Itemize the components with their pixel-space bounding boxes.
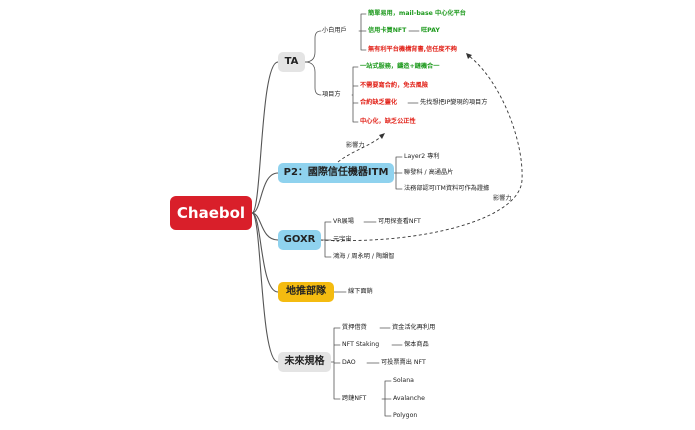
chain-polygon[interactable]: Polygon — [393, 412, 418, 419]
center-topic[interactable]: Chaebol — [170, 196, 252, 230]
p2-influence-label: 影響力 — [346, 142, 365, 149]
branch-ta[interactable]: TA — [278, 52, 305, 72]
bracket-xiaobai — [358, 13, 367, 51]
link-center-ta — [251, 61, 279, 214]
goxr-item-view-nft[interactable]: 可用探查看NFT — [378, 218, 421, 225]
link-ta-project — [304, 61, 322, 96]
project-item-onestop[interactable]: 一站式服務，鑄造+鏈機合一 — [360, 63, 440, 70]
branch-ground[interactable]: 地推部隊 — [278, 282, 334, 302]
link-center-p2 — [251, 172, 279, 214]
bracket-crosschain — [381, 380, 392, 417]
future-item-dao[interactable]: DAO — [342, 359, 356, 366]
link-center-future — [251, 212, 279, 363]
p2-item-layer2[interactable]: Layer2 專利 — [404, 153, 440, 160]
branch-future[interactable]: 未來規格 — [278, 352, 331, 372]
project-item-centralized[interactable]: 中心化，缺乏公正性 — [360, 118, 416, 125]
xiaobai-item-easy[interactable]: 簡單易用，mail-base 中心化平台 — [368, 10, 466, 17]
future-item-vote[interactable]: 可投票賣出 NFT — [381, 359, 426, 366]
future-item-pledge[interactable]: 質押借貸 — [342, 324, 367, 331]
xiaobai-item-trust[interactable]: 無有利平台機構背書,信任度不夠 — [368, 46, 457, 53]
p2-item-legal[interactable]: 法務部認可ITM資料可作為證據 — [404, 185, 490, 192]
chain-avalanche[interactable]: Avalanche — [393, 395, 425, 402]
project-item-find-ip[interactable]: 先找想把IP變現的項目方 — [420, 99, 488, 106]
arrowhead-goxr — [466, 53, 472, 59]
arrowhead-p2 — [379, 133, 385, 139]
future-item-crosschain[interactable]: 跨鏈NFT — [342, 395, 367, 402]
ground-item-offline[interactable]: 線下面銷 — [348, 288, 373, 295]
goxr-item-vr[interactable]: VR展場 — [333, 218, 354, 225]
goxr-item-metaverse[interactable]: 元宇宙 — [333, 236, 352, 243]
xiaobai-item-card-nft[interactable]: 信用卡買NFT — [368, 27, 407, 34]
ta-project-label[interactable]: 項目方 — [322, 91, 341, 98]
bracket-future — [330, 327, 341, 400]
link-ta-xiaobai — [304, 30, 322, 63]
goxr-influence-label: 影響力 — [493, 195, 512, 202]
chain-solana[interactable]: Solana — [393, 377, 414, 384]
influence-arrow-goxr — [319, 55, 523, 242]
bracket-project — [351, 66, 359, 123]
project-item-nocontract[interactable]: 不需要寫合約，免去風險 — [360, 82, 429, 89]
branch-p2[interactable]: P2：國際信任機器ITM — [278, 163, 394, 183]
future-item-reuse[interactable]: 資金活化再利用 — [392, 324, 436, 331]
project-item-inflexible[interactable]: 合約缺乏靈化 — [360, 99, 398, 106]
bracket-p2 — [393, 156, 403, 190]
future-item-staking[interactable]: NFT Staking — [342, 341, 380, 348]
xiaobai-item-wangpay[interactable]: 旺PAY — [421, 27, 440, 34]
bracket-goxr — [320, 221, 332, 258]
future-item-principal[interactable]: 保本商品 — [404, 341, 429, 348]
goxr-item-partners[interactable]: 鴻海 / 周永明 / 陶韻智 — [333, 253, 395, 260]
p2-item-chips[interactable]: 聯發科 / 高通晶片 — [404, 169, 454, 176]
branch-goxr[interactable]: GOXR — [278, 230, 321, 250]
link-center-ground — [251, 212, 279, 293]
ta-xiaobai-label[interactable]: 小白用戶 — [322, 27, 347, 34]
